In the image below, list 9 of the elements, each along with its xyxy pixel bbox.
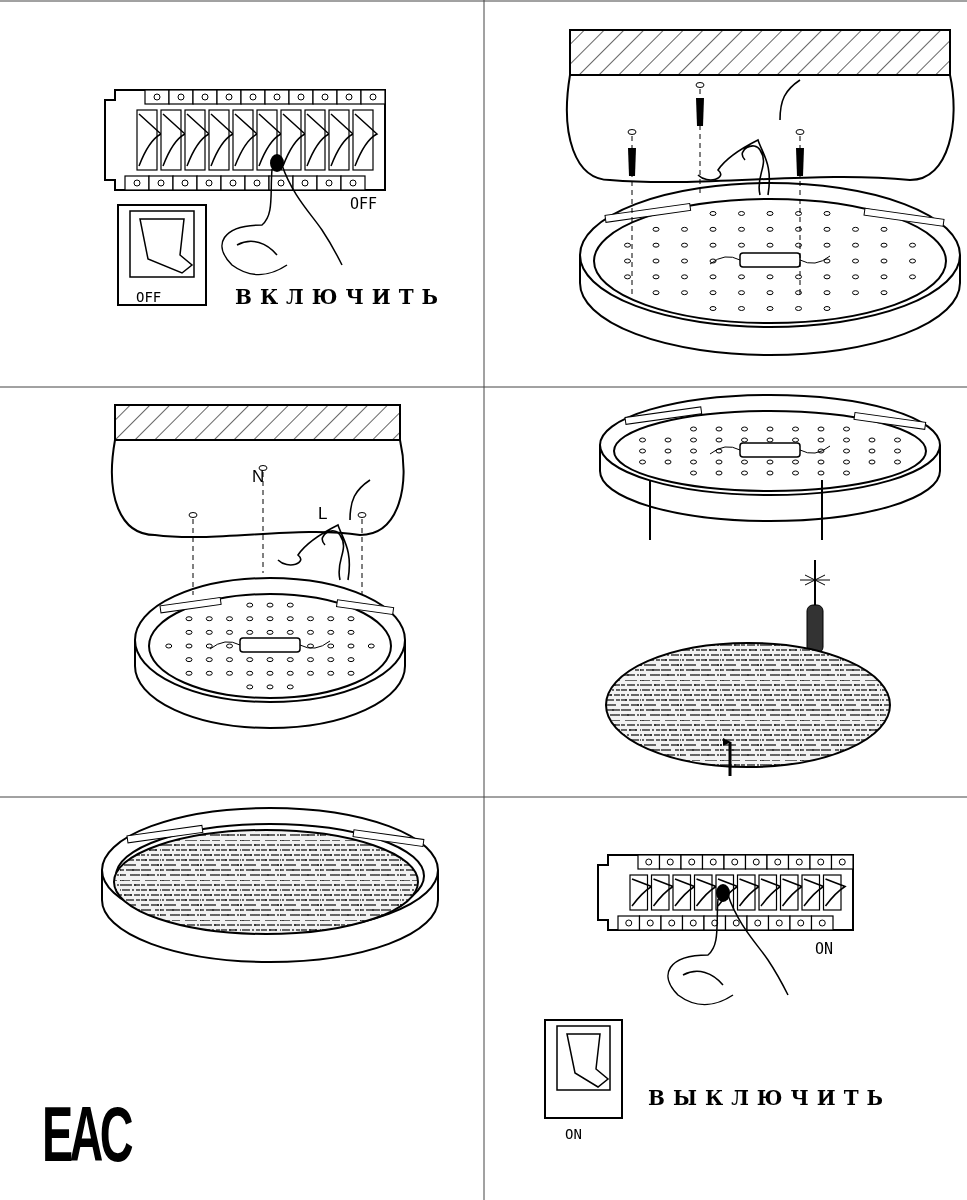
switch-state-label: ON — [815, 942, 834, 957]
switch-state-label: OFF — [350, 197, 378, 212]
instruction-text: ВКЛЮЧИТЬ — [235, 287, 447, 307]
wire-label: L — [318, 505, 328, 522]
certification-mark: EAC — [42, 1095, 130, 1173]
instruction-text: ВЫКЛЮЧИТЬ — [648, 1088, 892, 1108]
switch-state-label: ON — [565, 1127, 582, 1141]
switch-state-label: OFF — [136, 290, 162, 304]
wire-label: N — [252, 468, 265, 485]
